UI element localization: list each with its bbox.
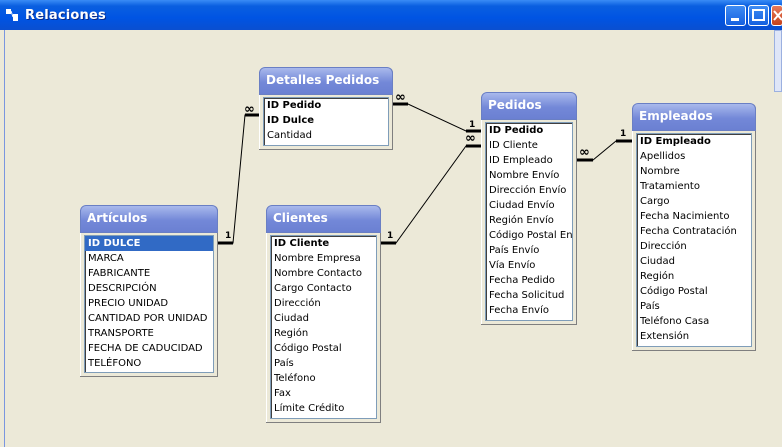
close-button[interactable] xyxy=(771,5,782,26)
field-item[interactable]: ID Cliente xyxy=(489,140,538,151)
window-title: Relaciones xyxy=(25,8,106,23)
field-item[interactable]: MARCA xyxy=(88,253,124,264)
field-item[interactable]: País xyxy=(274,358,294,369)
table-header[interactable] xyxy=(481,92,577,120)
field-item[interactable]: ID Pedido xyxy=(267,100,322,111)
field-item[interactable]: Nombre xyxy=(640,166,680,177)
field-item[interactable]: Código Postal xyxy=(640,286,708,297)
table-header[interactable] xyxy=(80,205,218,233)
relation-detalles-pedidos xyxy=(392,103,481,132)
field-item[interactable]: Dirección xyxy=(640,241,687,252)
table-header[interactable] xyxy=(632,103,756,131)
field-item[interactable]: Ciudad xyxy=(274,313,309,324)
title-bar[interactable]: Relaciones xyxy=(0,0,782,30)
field-item[interactable]: Región xyxy=(640,271,675,282)
field-item[interactable]: TRANSPORTE xyxy=(88,328,154,339)
field-item[interactable]: ID Empleado xyxy=(489,155,553,166)
field-item[interactable]: Código Postal Envío xyxy=(489,230,573,241)
maximize-icon xyxy=(752,9,765,21)
table-title: Empleados xyxy=(639,109,713,123)
field-item[interactable]: Dirección xyxy=(274,298,321,309)
field-item[interactable]: FABRICANTE xyxy=(88,268,151,279)
field-item[interactable]: Dirección Envío xyxy=(489,185,567,196)
field-item[interactable]: Tratamiento xyxy=(640,181,700,192)
table-detalles-pedidos[interactable]: Detalles Pedidos ID Pedido ID Dulce Cant… xyxy=(259,67,393,150)
field-item[interactable]: Teléfono Casa xyxy=(640,316,710,327)
field-item[interactable]: PRECIO UNIDAD xyxy=(88,298,169,309)
field-item[interactable]: País Envío xyxy=(489,245,540,256)
close-icon xyxy=(773,10,782,21)
field-item[interactable]: Extensión xyxy=(640,331,690,342)
field-item[interactable]: Nombre Envío xyxy=(489,170,560,181)
many-label: ∞ xyxy=(395,90,406,105)
field-item[interactable]: ID Pedido xyxy=(489,125,544,136)
field-item[interactable]: FECHA DE CADUCIDAD xyxy=(88,343,203,354)
one-label: 1 xyxy=(225,231,232,241)
table-title: Clientes xyxy=(273,211,328,225)
table-header[interactable] xyxy=(259,67,393,95)
table-title: Pedidos xyxy=(488,98,542,112)
table-articulos[interactable]: Artículos ID DULCE MARCA FABRICANTE DESC… xyxy=(80,205,218,377)
table-title: Artículos xyxy=(87,211,148,225)
field-item[interactable]: Fax xyxy=(274,388,291,399)
table-pedidos[interactable]: Pedidos ID Pedido ID Cliente ID Empleado… xyxy=(481,92,577,325)
field-item[interactable]: Región xyxy=(274,328,309,339)
one-label: 1 xyxy=(620,129,627,139)
field-item[interactable]: País xyxy=(640,301,660,312)
field-list[interactable]: ID Pedido ID Dulce Cantidad xyxy=(263,97,389,146)
field-item[interactable]: Límite Crédito xyxy=(274,403,345,414)
field-item[interactable]: Nombre Contacto xyxy=(274,268,362,279)
field-item[interactable]: Código Postal xyxy=(274,343,342,354)
many-label: ∞ xyxy=(244,102,255,117)
field-item[interactable]: Fecha Nacimiento xyxy=(640,211,730,222)
field-item[interactable]: Cantidad xyxy=(267,130,312,141)
field-item[interactable]: Fecha Contratación xyxy=(640,226,737,237)
field-list[interactable]: ID DULCE MARCA FABRICANTE DESCRIPCIÓN PR… xyxy=(84,235,214,373)
field-item[interactable]: ID Empleado xyxy=(640,136,711,147)
one-label: 1 xyxy=(469,120,476,130)
field-list[interactable]: ID Cliente Nombre Empresa Nombre Contact… xyxy=(270,235,377,419)
field-item[interactable]: Fecha Envío xyxy=(489,305,549,316)
field-item[interactable]: CANTIDAD POR UNIDAD xyxy=(88,313,208,324)
many-label: ∞ xyxy=(579,145,590,160)
minimize-button[interactable] xyxy=(725,5,746,26)
field-item[interactable]: Cargo Contacto xyxy=(274,283,352,294)
many-label: ∞ xyxy=(465,131,476,146)
field-item[interactable]: Teléfono xyxy=(274,373,316,384)
table-empleados[interactable]: Empleados ID Empleado Apellidos Nombre T… xyxy=(632,103,756,351)
field-item[interactable]: Nombre Empresa xyxy=(274,253,361,264)
field-item[interactable]: ID Dulce xyxy=(267,115,315,126)
field-item[interactable]: ID DULCE xyxy=(85,236,213,251)
field-item[interactable]: ID Cliente xyxy=(274,238,330,249)
field-item[interactable]: Región Envío xyxy=(489,215,554,226)
field-item[interactable]: Ciudad Envío xyxy=(489,200,555,211)
minimize-icon xyxy=(731,18,739,21)
field-item[interactable]: Fecha Solicitud xyxy=(489,290,565,301)
relation-clientes-pedidos xyxy=(380,145,481,244)
field-item[interactable]: DESCRIPCIÓN xyxy=(88,283,157,294)
field-item[interactable]: Fecha Pedido xyxy=(489,275,555,286)
field-item[interactable]: Ciudad xyxy=(640,256,675,267)
table-title: Detalles Pedidos xyxy=(266,73,380,87)
field-item[interactable]: TELÉFONO xyxy=(88,358,142,369)
field-list[interactable]: ID Pedido ID Cliente ID Empleado Nombre … xyxy=(485,122,573,321)
field-item[interactable]: Vía Envío xyxy=(489,260,536,271)
field-list[interactable]: ID Empleado Apellidos Nombre Tratamiento… xyxy=(636,133,752,347)
relationships-icon xyxy=(6,9,18,21)
table-header[interactable] xyxy=(266,205,381,233)
relation-articulos-detalles xyxy=(218,114,259,244)
table-clientes[interactable]: Clientes ID Cliente Nombre Empresa Nombr… xyxy=(266,205,381,423)
field-item[interactable]: Cargo xyxy=(640,196,670,207)
one-label: 1 xyxy=(387,231,394,241)
field-item[interactable]: Apellidos xyxy=(640,151,686,162)
maximize-button[interactable] xyxy=(748,5,769,26)
